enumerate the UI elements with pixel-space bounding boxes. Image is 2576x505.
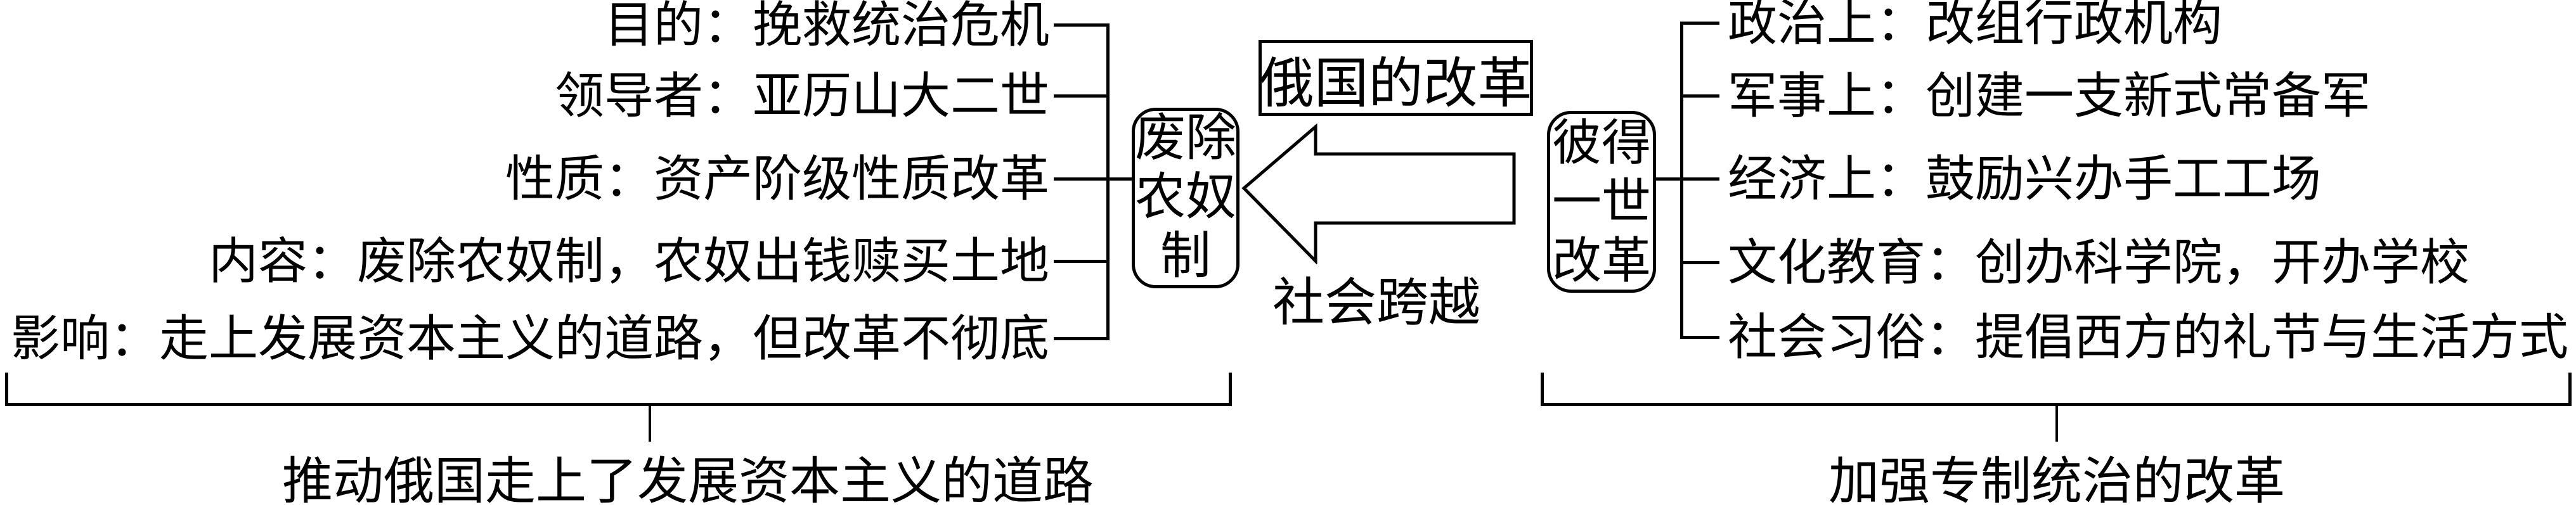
left-dash-4 [1054, 260, 1108, 263]
page-title: 俄国的改革 [1259, 53, 1532, 114]
right-brace-end-right [2568, 373, 2572, 404]
left-brace-stem [649, 405, 651, 442]
left-node-connector [1106, 177, 1137, 181]
node-line: 一世 [1551, 174, 1651, 229]
left-brace-end-left [5, 373, 8, 404]
node-line: 彼得 [1551, 115, 1651, 170]
left-brace-line [5, 403, 1232, 406]
right-brace-end-left [1541, 373, 1544, 404]
node-line: 农奴 [1135, 170, 1236, 226]
arrow-caption: 社会跨越 [1272, 274, 1481, 332]
right-brace-line [1541, 403, 2572, 406]
node-line: 制 [1160, 229, 1211, 284]
title-box: 俄国的改革 [1259, 40, 1533, 116]
left-brace-end-right [1229, 373, 1232, 404]
left-item-influence: 影响：走上发展资本主义的道路，但改革不彻底 [10, 311, 1049, 366]
left-item-purpose: 目的：挽救统治危机 [604, 0, 1049, 53]
right-summary-label: 加强专制统治的改革 [1828, 454, 2285, 505]
left-item-leader: 领导者：亚历山大二世 [554, 68, 1049, 124]
node-line: 废除 [1135, 111, 1236, 167]
left-bracket-line [1106, 23, 1110, 340]
peter-the-great-node: 彼得 一世 改革 [1547, 111, 1656, 293]
right-item-military: 军事上：创建一支新式常备军 [1728, 68, 2371, 124]
left-item-content: 内容：废除农奴制，农奴出钱赎买土地 [208, 234, 1049, 289]
right-node-connector [1653, 177, 1683, 181]
left-summary-label: 推动俄国走上了发展资本主义的道路 [282, 454, 1094, 505]
arrow-left-icon [1241, 124, 1516, 264]
right-tick-3 [1680, 177, 1719, 181]
right-item-politics: 政治上：改组行政机构 [1728, 0, 2223, 51]
right-brace-stem [2055, 405, 2058, 442]
right-tick-2 [1680, 94, 1719, 98]
right-item-economy: 经济上：鼓励兴办手工工场 [1728, 151, 2322, 207]
left-dash-1 [1054, 23, 1108, 27]
left-dash-2 [1054, 94, 1108, 98]
right-tick-1 [1680, 22, 1719, 25]
node-line: 改革 [1551, 233, 1651, 288]
left-item-nature: 性质：资产阶级性质改革 [505, 151, 1049, 207]
abolish-serfdom-node: 废除 农奴 制 [1132, 108, 1239, 288]
left-dash-3 [1054, 177, 1108, 181]
left-dash-5 [1054, 337, 1108, 340]
right-tick-5 [1680, 336, 1719, 339]
right-tick-4 [1680, 261, 1719, 264]
right-item-customs: 社会习俗：提倡西方的礼节与生活方式 [1728, 310, 2569, 365]
right-item-education: 文化教育：创办科学院，开办学校 [1728, 235, 2470, 290]
